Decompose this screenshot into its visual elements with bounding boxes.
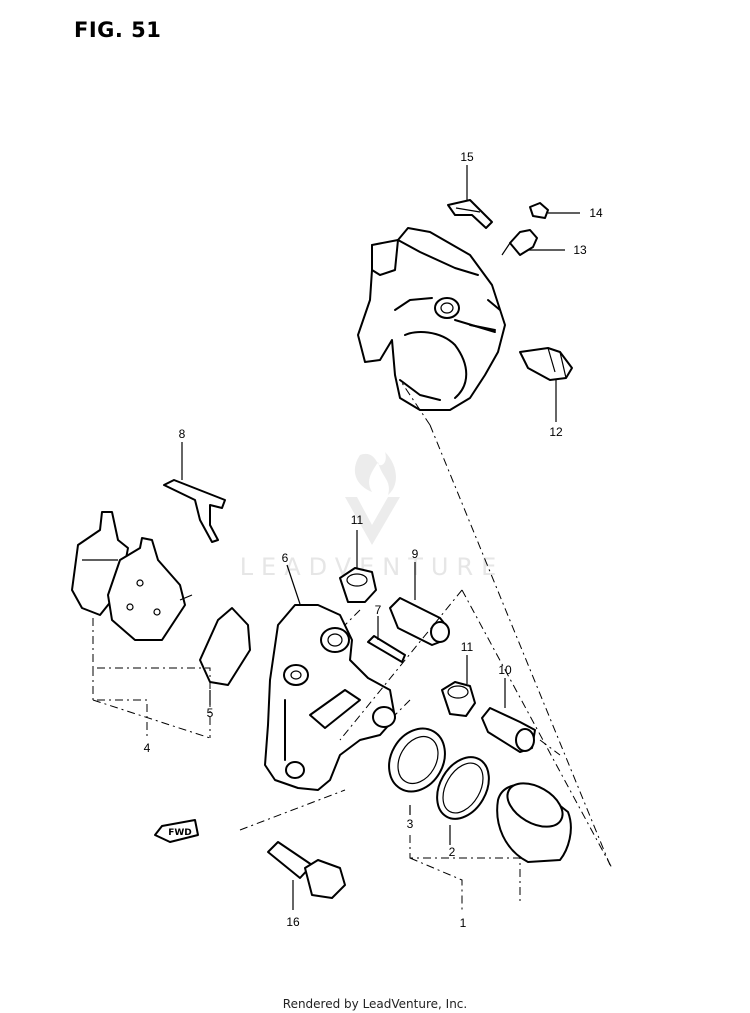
pad-spring-part-8	[163, 479, 226, 543]
callout-11-lower: 11	[461, 640, 474, 654]
footer-credit: Rendered by LeadVenture, Inc.	[282, 997, 468, 1011]
bolt-part-12	[519, 347, 573, 381]
callout-labels: 15 14 13 12 8 11 9 6 7 11 10 5 4 3 2 1 1…	[144, 150, 603, 930]
pin-boot-part-11-lower	[441, 681, 476, 717]
pad-spring-clip-part-15	[447, 199, 493, 229]
dust-seal-part-2	[436, 756, 490, 820]
callout-4: 4	[144, 741, 151, 755]
brake-pads-part-4	[71, 511, 193, 641]
bleeder-screw-part-13	[501, 229, 538, 256]
callout-7: 7	[375, 603, 382, 617]
pad-shim-part-5	[199, 607, 251, 686]
caliper-bracket-part-6	[264, 604, 396, 791]
watermark: LEADVENTURE	[240, 452, 496, 581]
slide-pin-part-9	[389, 597, 450, 646]
pad-pin-part-7	[367, 635, 406, 663]
callout-14: 14	[589, 206, 603, 220]
forward-direction-marker: FWD	[154, 819, 199, 843]
callout-10: 10	[498, 663, 512, 677]
caliper-housing	[357, 227, 506, 411]
callout-13: 13	[573, 243, 587, 257]
forward-arrow-icon	[154, 819, 199, 843]
figure-title: FIG. 51	[74, 18, 162, 42]
callout-12: 12	[549, 425, 563, 439]
callout-1: 1	[460, 916, 467, 930]
callout-6: 6	[282, 551, 289, 565]
bleeder-cap-part-14	[529, 202, 549, 219]
leader-lines	[92, 165, 613, 910]
callout-8: 8	[179, 427, 186, 441]
callout-9: 9	[412, 547, 419, 561]
bolt-part-16	[267, 841, 346, 899]
fwd-label: FWD	[168, 828, 192, 838]
callout-16: 16	[286, 915, 300, 929]
callout-5: 5	[207, 706, 214, 720]
callout-15: 15	[460, 150, 474, 164]
callout-3: 3	[407, 817, 414, 831]
slide-pin-part-10	[481, 707, 536, 753]
piston-seal-part-3	[388, 727, 446, 793]
callout-11-upper: 11	[351, 513, 364, 527]
pin-boot-part-11-upper	[339, 567, 377, 603]
piston-part-1	[496, 782, 572, 863]
callout-2: 2	[449, 845, 456, 859]
